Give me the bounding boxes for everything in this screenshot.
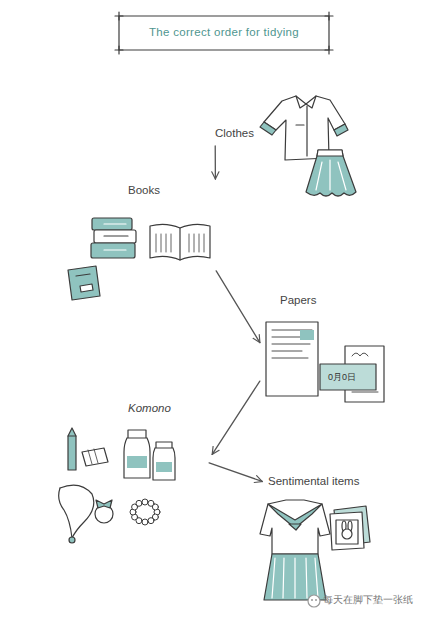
step-node: Clothes [213, 126, 257, 142]
watermark-icon [308, 595, 320, 607]
title: The correct order for tidying [118, 24, 330, 40]
papers-drawing [266, 322, 384, 402]
step-label: Clothes [215, 126, 254, 140]
sentimental-drawing [260, 500, 370, 600]
step-label: Papers [280, 293, 316, 307]
step-node: Komono [56, 401, 210, 527]
card-date: 0月0日 [328, 371, 356, 384]
flow-arrow [209, 463, 262, 482]
flow-arrow [215, 146, 216, 179]
title-frame [115, 12, 333, 54]
step-label: Books [128, 183, 160, 197]
watermark: 每天在脚下垫一张纸 [323, 594, 413, 607]
step-label: Sentimental items [268, 474, 359, 488]
skirt-drawing [306, 150, 356, 196]
bracelet-beads [130, 499, 160, 525]
flow-arrow [216, 271, 260, 343]
step-node: Books [88, 183, 218, 271]
step-node: Sentimental items [266, 474, 362, 490]
books-drawing [68, 218, 210, 300]
step-label: Komono [128, 401, 171, 415]
shirt-drawing [260, 96, 348, 160]
step-node: Papers [262, 293, 387, 399]
flow-arrow [212, 381, 260, 454]
komono-drawing [59, 428, 175, 543]
